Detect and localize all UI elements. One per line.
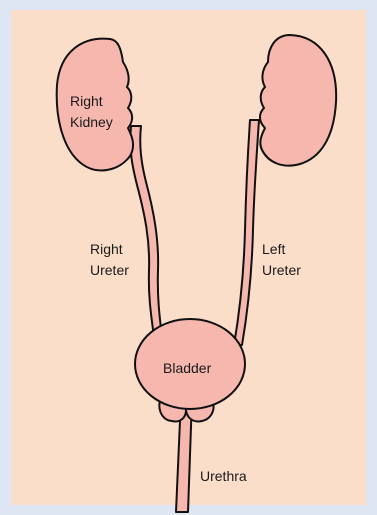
left-ureter — [234, 120, 259, 345]
urethra-label: Urethra — [200, 468, 247, 484]
left-ureter-label-line1: Left — [262, 241, 285, 257]
left-ureter-label-line2: Ureter — [262, 262, 301, 278]
right-ureter — [130, 126, 163, 345]
bladder-label: Bladder — [163, 360, 212, 376]
left-kidney — [260, 35, 336, 166]
right-ureter-label-line1: Right — [90, 241, 123, 257]
right-kidney-label-line1: Right — [70, 93, 103, 109]
right-kidney-label-line2: Kidney — [70, 114, 113, 130]
right-ureter-label-line2: Ureter — [90, 262, 129, 278]
